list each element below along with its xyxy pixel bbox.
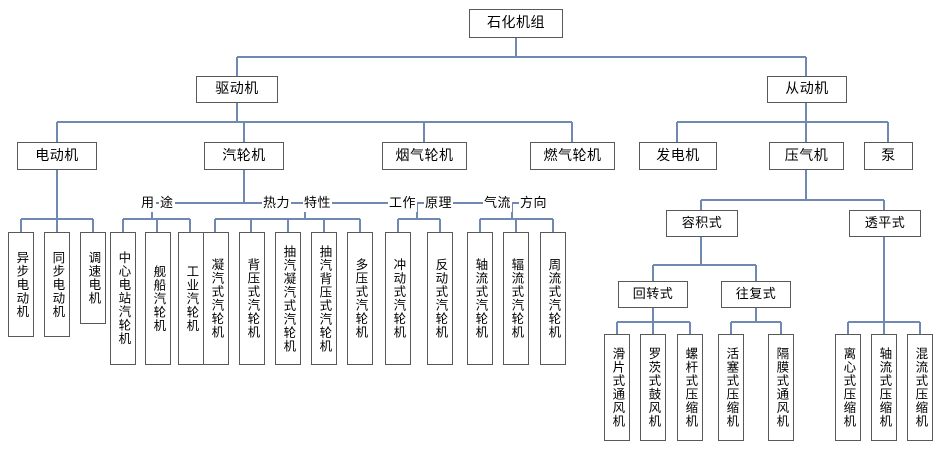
- node-driver[interactable]: 驱动机: [196, 76, 278, 103]
- leaf-condensing-turbine-label: 凝汽式汽轮机: [209, 258, 225, 339]
- leaf-sliding-vane-fan[interactable]: 滑片式通风机: [604, 334, 630, 441]
- node-flue-gas-turbine[interactable]: 烟气轮机: [382, 142, 467, 170]
- leaf-piston-compressor-label: 活塞式压缩机: [724, 347, 740, 428]
- leaf-extraction-condensing-turbine-label: 抽汽凝汽式汽轮机: [281, 244, 297, 353]
- node-steam-turbine-label: 汽轮机: [222, 147, 266, 164]
- leaf-variable-speed-motor[interactable]: 调速电机: [80, 232, 106, 324]
- node-root[interactable]: 石化机组: [469, 9, 563, 38]
- leaf-multi-pressure-turbine-label: 多压式汽轮机: [353, 258, 369, 339]
- group-label-use-1: 用: [140, 196, 156, 212]
- leaf-variable-speed-motor-label: 调速电机: [86, 251, 102, 305]
- leaf-screw-compressor[interactable]: 螺杆式压缩机: [677, 334, 703, 441]
- leaf-roots-blower-label: 罗茨式鼓风机: [646, 347, 662, 428]
- node-electric-motor[interactable]: 电动机: [17, 142, 97, 170]
- leaf-sliding-vane-fan-label: 滑片式通风机: [610, 347, 626, 428]
- leaf-sync-motor-label: 同步电动机: [50, 250, 66, 319]
- leaf-axial-flow-turbine-label: 轴流式汽轮机: [473, 258, 489, 339]
- leaf-axial-compressor-label: 轴流式压缩机: [877, 347, 893, 428]
- leaf-impulse-turbine-label: 冲动式汽轮机: [391, 258, 407, 339]
- leaf-mixed-flow-compressor[interactable]: 混流式压缩机: [907, 334, 933, 441]
- group-label-principle-2: 原理: [424, 196, 454, 212]
- leaf-central-station-turbine[interactable]: 中心电站汽轮机: [110, 232, 136, 365]
- leaf-roots-blower[interactable]: 罗茨式鼓风机: [640, 334, 666, 441]
- leaf-circumferential-flow-turbine[interactable]: 周流式汽轮机: [540, 232, 566, 365]
- group-label-flow-2: 方向: [519, 196, 549, 212]
- group-label-principle-1: 工作: [388, 196, 418, 212]
- node-compressor[interactable]: 压气机: [769, 142, 844, 170]
- node-gas-turbine[interactable]: 燃气轮机: [530, 142, 615, 170]
- node-driven-label: 从动机: [785, 81, 829, 98]
- node-gas-turbine-label: 燃气轮机: [543, 147, 602, 164]
- node-positive-displacement[interactable]: 容积式: [666, 210, 738, 237]
- leaf-screw-compressor-label: 螺杆式压缩机: [683, 347, 699, 428]
- leaf-centrifugal-compressor[interactable]: 离心式压缩机: [835, 334, 861, 441]
- leaf-piston-compressor[interactable]: 活塞式压缩机: [718, 334, 744, 441]
- node-rotary-label: 回转式: [632, 286, 674, 302]
- node-driver-label: 驱动机: [215, 81, 259, 98]
- leaf-axial-compressor[interactable]: 轴流式压缩机: [871, 334, 897, 441]
- leaf-back-pressure-turbine[interactable]: 背压式汽轮机: [239, 232, 265, 365]
- leaf-centrifugal-compressor-label: 离心式压缩机: [841, 347, 857, 428]
- node-positive-displacement-label: 容积式: [681, 215, 723, 231]
- leaf-condensing-turbine[interactable]: 凝汽式汽轮机: [203, 232, 229, 365]
- leaf-reaction-turbine-label: 反动式汽轮机: [433, 258, 449, 339]
- leaf-radial-flow-turbine[interactable]: 辐流式汽轮机: [503, 232, 529, 365]
- leaf-mixed-flow-compressor-label: 混流式压缩机: [913, 347, 929, 428]
- leaf-multi-pressure-turbine[interactable]: 多压式汽轮机: [347, 232, 373, 365]
- node-electric-motor-label: 电动机: [35, 147, 79, 164]
- leaf-extraction-back-pressure-turbine-label: 抽汽背压式汽轮机: [317, 244, 333, 353]
- node-pump-label: 泵: [881, 147, 896, 164]
- node-turbo-type-label: 透平式: [864, 215, 906, 231]
- leaf-circumferential-flow-turbine-label: 周流式汽轮机: [546, 258, 562, 339]
- leaf-industrial-turbine-label: 工业汽轮机: [184, 264, 200, 333]
- leaf-marine-turbine-label: 舰船汽轮机: [151, 264, 167, 333]
- leaf-marine-turbine[interactable]: 舰船汽轮机: [145, 232, 171, 365]
- leaf-async-motor-label: 异步电动机: [14, 250, 30, 319]
- node-driven[interactable]: 从动机: [767, 76, 847, 103]
- node-compressor-label: 压气机: [784, 147, 829, 164]
- leaf-radial-flow-turbine-label: 辐流式汽轮机: [509, 258, 525, 339]
- leaf-diaphragm-fan-label: 隔膜式通风机: [774, 347, 790, 428]
- leaf-central-station-turbine-label: 中心电站汽轮机: [116, 251, 132, 346]
- node-generator[interactable]: 发电机: [639, 142, 717, 170]
- leaf-back-pressure-turbine-label: 背压式汽轮机: [245, 258, 261, 339]
- leaf-reaction-turbine[interactable]: 反动式汽轮机: [427, 232, 453, 365]
- node-flue-gas-turbine-label: 烟气轮机: [395, 147, 454, 164]
- leaf-industrial-turbine[interactable]: 工业汽轮机: [178, 232, 204, 365]
- leaf-async-motor[interactable]: 异步电动机: [8, 232, 34, 337]
- leaf-diaphragm-fan[interactable]: 隔膜式通风机: [768, 334, 794, 441]
- node-reciprocating[interactable]: 往复式: [721, 281, 791, 308]
- group-label-thermal-2: 特性: [303, 196, 333, 212]
- node-reciprocating-label: 往复式: [735, 286, 777, 302]
- node-rotary[interactable]: 回转式: [618, 281, 688, 308]
- node-generator-label: 发电机: [656, 147, 700, 164]
- group-label-use-2: 途: [159, 196, 175, 212]
- group-label-flow-1: 气流: [483, 196, 513, 212]
- leaf-extraction-condensing-turbine[interactable]: 抽汽凝汽式汽轮机: [275, 232, 301, 365]
- leaf-extraction-back-pressure-turbine[interactable]: 抽汽背压式汽轮机: [311, 232, 337, 365]
- node-root-label: 石化机组: [487, 15, 545, 32]
- leaf-sync-motor[interactable]: 同步电动机: [44, 232, 70, 337]
- group-label-thermal-1: 热力: [262, 196, 292, 212]
- node-steam-turbine[interactable]: 汽轮机: [204, 142, 284, 170]
- leaf-impulse-turbine[interactable]: 冲动式汽轮机: [385, 232, 411, 365]
- leaf-axial-flow-turbine[interactable]: 轴流式汽轮机: [467, 232, 493, 365]
- node-pump[interactable]: 泵: [864, 142, 913, 170]
- node-turbo-type[interactable]: 透平式: [849, 210, 921, 237]
